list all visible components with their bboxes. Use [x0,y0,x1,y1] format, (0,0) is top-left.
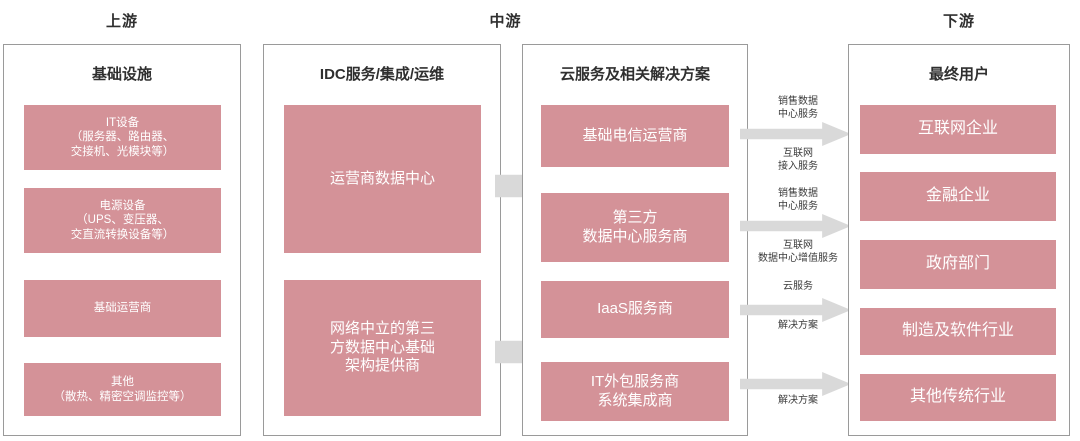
panel-title-idc-services: IDC服务/集成/运维 [319,66,445,83]
box-power-equipment[interactable]: 电源设备 （UPS、变压器、 交直流转换设备等） [24,188,221,253]
box-government-departments[interactable]: 政府部门 [860,240,1056,289]
box-other-infrastructure[interactable]: 其他 （散热、精密空调监控等） [24,363,221,416]
box-other-traditional-industries[interactable]: 其他传统行业 [860,374,1056,421]
stage-label-upstream: 上游 [105,13,138,30]
box-it-equipment[interactable]: IT设备 （服务器、路由器、 交接机、光模块等） [24,105,221,170]
flow-label-internet-access: 互联网 接入服务 [778,148,818,172]
flow-label-sell-dc-service-2: 销售数据 中心服务 [778,188,818,212]
stage-label-downstream: 下游 [942,13,975,30]
box-iaas-provider[interactable]: IaaS服务商 [541,281,729,338]
arrow-cloud-to-user-2 [740,214,851,238]
panel-title-end-users: 最终用户 [928,66,989,83]
flow-label-solution-1: 解决方案 [778,320,818,331]
flow-label-cloud-service: 云服务 [783,281,813,292]
flow-label-internet-dc-value-added: 互联网 数据中心增值服务 [758,240,838,264]
box-internet-enterprises[interactable]: 互联网企业 [860,105,1056,154]
box-neutral-third-party-provider[interactable]: 网络中立的第三 方数据中心基础 架构提供商 [284,280,481,416]
stage-label-midstream: 中游 [489,13,522,30]
flow-label-solution-2: 解决方案 [778,395,818,406]
box-financial-enterprises[interactable]: 金融企业 [860,172,1056,221]
arrow-cloud-to-user-1 [740,122,851,146]
box-carrier-datacenter[interactable]: 运营商数据中心 [284,105,481,253]
arrow-cloud-to-user-3 [740,298,851,322]
box-third-party-datacenter-provider[interactable]: 第三方 数据中心服务商 [541,193,729,262]
box-manufacturing-software-industry[interactable]: 制造及软件行业 [860,308,1056,355]
box-basic-operators[interactable]: 基础运营商 [24,280,221,337]
panel-title-infrastructure: 基础设施 [91,66,152,83]
box-it-outsourcing-system-integration[interactable]: IT外包服务商 系统集成商 [541,362,729,421]
panel-title-cloud-services: 云服务及相关解决方案 [559,66,710,83]
arrow-cloud-to-user-4 [740,372,851,396]
box-basic-telecom-operator[interactable]: 基础电信运营商 [541,105,729,167]
flow-label-sell-dc-service-1: 销售数据 中心服务 [778,96,818,120]
